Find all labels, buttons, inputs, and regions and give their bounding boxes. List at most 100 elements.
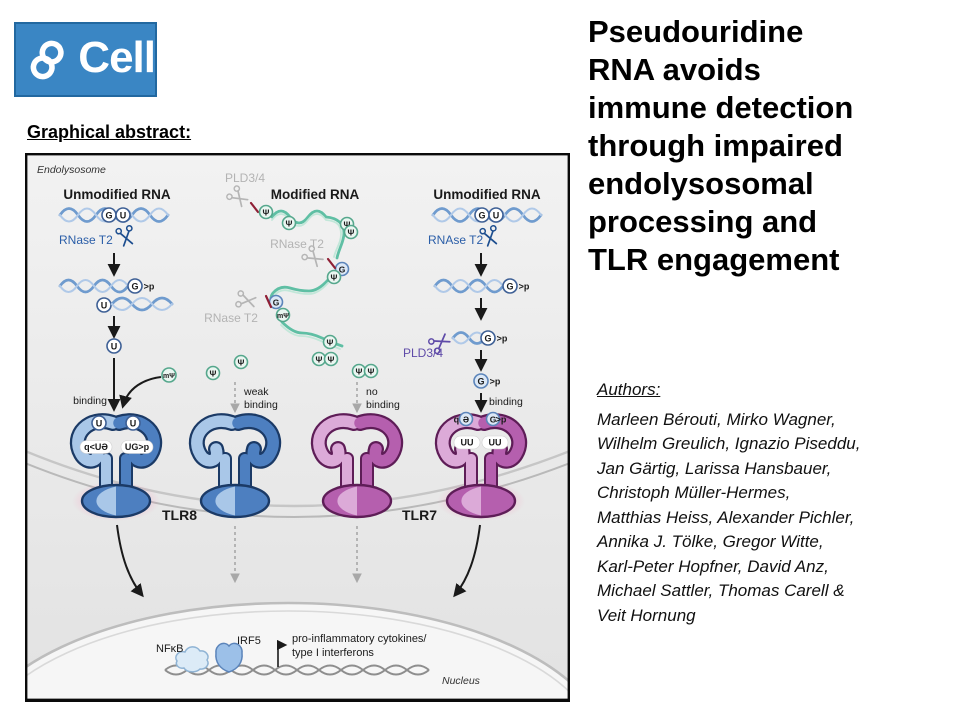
tlr8-site-left-label: q<UƏ — [84, 442, 108, 452]
no-binding-label-1: no — [366, 386, 378, 398]
left-unmodified-rna-strand: G U — [58, 207, 170, 223]
rnase-t2-label-right: RNAse T2 — [428, 233, 483, 247]
dna-helix — [164, 664, 430, 676]
tlr8-site-pill — [120, 440, 154, 454]
right-cleaved-fragment: G >p — [433, 278, 530, 294]
u-label: U — [96, 419, 103, 429]
g-label: G — [273, 298, 280, 308]
psi-label: Ψ — [356, 367, 363, 377]
m-psi-label: mΨ — [163, 373, 175, 380]
g-nucleotide — [485, 411, 501, 427]
right-unmodified-rna-strand: G U — [431, 207, 543, 223]
tlr7-signal-arrow — [453, 524, 481, 598]
u-label: U — [111, 342, 118, 352]
u-nucleotide — [125, 415, 141, 431]
u-nucleotide — [106, 338, 122, 354]
psi-nucleotide — [322, 334, 338, 350]
m-psi-nucleotide — [161, 367, 177, 383]
u-label: U — [130, 419, 137, 429]
g-mirror-nucleotide — [458, 411, 474, 427]
u-nucleotide — [115, 207, 131, 223]
cut-mark — [326, 257, 337, 270]
right-column-heading: Unmodified RNA — [433, 187, 540, 202]
rnase-t2-label-left: RNase T2 — [59, 233, 113, 247]
g-label: G — [105, 211, 112, 221]
g-mirror-label: Ə — [463, 415, 469, 425]
p-suffix: >p — [144, 282, 155, 292]
tlr8-signal-arrow — [116, 524, 144, 598]
irf5-protein — [215, 642, 243, 673]
authors-label: Authors: — [597, 380, 661, 399]
g-nucleotide — [127, 278, 143, 294]
tlr7-site-pill — [453, 435, 481, 450]
g-label: G — [131, 282, 138, 292]
nucleus-label: Nucleus — [442, 675, 481, 687]
u-nucleotide — [91, 415, 107, 431]
m-psi-label: mΨ — [277, 313, 289, 320]
g-label: G — [478, 211, 485, 221]
nfkb-label: NFκB — [156, 643, 184, 655]
psi-label: Ψ — [286, 219, 293, 229]
endolysosome-label: Endolysosome — [37, 164, 106, 176]
tlr8-site-pill — [79, 440, 113, 454]
arrow-m-psi-to-tlr8 — [119, 376, 162, 409]
irf5-label: IRF5 — [237, 635, 261, 647]
g-label: G — [490, 415, 497, 425]
psi-label: Ψ — [327, 338, 334, 348]
nfkb-protein — [175, 646, 209, 673]
g-nucleotide — [473, 373, 489, 389]
psi-label: Ψ — [368, 367, 375, 377]
weak-binding-label-1: weak — [243, 386, 269, 398]
pld34-label-mid: PLD3/4 — [225, 171, 265, 185]
psi-nucleotide — [343, 224, 359, 240]
binding-label-left: binding — [73, 395, 107, 407]
psi-label: Ψ — [344, 220, 351, 230]
middle-column-heading: Modified RNA — [271, 187, 360, 202]
tlr8-label: TLR8 — [162, 507, 197, 523]
g-label: G — [477, 377, 484, 387]
rnase-t2-label-mid-upper: RNase T2 — [270, 237, 324, 251]
pld34-label-right: PLD3/4 — [403, 346, 443, 360]
p-suffix: >p — [519, 282, 530, 292]
cut-mark — [264, 294, 273, 309]
left-column-heading: Unmodified RNA — [63, 187, 170, 202]
modified-rna-strand: Ψ Ψ Ψ Ψ G Ψ G mΨ Ψ — [258, 204, 359, 350]
p-suffix: >p — [490, 377, 501, 387]
tlr7-label: TLR7 — [402, 507, 437, 523]
psi-label: Ψ — [348, 228, 355, 238]
cytokines-label-2: type I interferons — [292, 647, 374, 659]
psi-nucleotide — [281, 215, 297, 231]
g-label: G — [484, 334, 491, 344]
left-cleaved-fragments: G >p U — [58, 278, 174, 313]
g-label: G — [506, 282, 513, 292]
cell-logo: Cell — [14, 22, 157, 97]
graphical-abstract-figure: Endolysosome Unmodified RNA Modified RNA… — [25, 153, 570, 702]
psi-label: Ψ — [328, 355, 335, 365]
u-label: U — [101, 301, 108, 311]
no-binding-label-2: binding — [366, 399, 400, 411]
free-psi-nucleotides: Ψ Ψ Ψ Ψ Ψ Ψ — [205, 351, 379, 381]
authors-block: Authors: Marleen Bérouti, Mirko Wagner, … — [597, 378, 957, 628]
nucleus-envelope-inner — [25, 610, 570, 694]
paper-title: Pseudouridine RNA avoids immune detectio… — [588, 14, 854, 277]
transcription-start-arrow — [276, 639, 288, 667]
u-nucleotide — [96, 297, 112, 313]
cut-mark — [249, 201, 260, 214]
psi-label: Ψ — [238, 358, 245, 368]
psi-label: Ψ — [331, 273, 338, 283]
binding-label-right: binding — [489, 396, 523, 408]
cell-logo-text: Cell — [78, 32, 156, 82]
graphical-abstract-label: Graphical abstract: — [27, 122, 192, 142]
tlr7-site-pill — [481, 435, 509, 450]
g-label: G — [339, 265, 346, 275]
m-psi-nucleotide — [275, 307, 291, 323]
psi-nucleotide — [258, 204, 274, 220]
u-label: U — [493, 211, 500, 221]
psi-label: Ψ — [263, 208, 270, 218]
authors-names: Marleen Bérouti, Mirko Wagner, Wilhelm G… — [597, 409, 861, 625]
pld34-trimmed-fragment: G >p — [451, 330, 508, 346]
psi-label: Ψ — [316, 355, 323, 365]
weak-binding-label-2: binding — [244, 399, 278, 411]
psi-nucleotide — [326, 269, 342, 285]
tlr7-uu-label: UU — [489, 438, 502, 448]
